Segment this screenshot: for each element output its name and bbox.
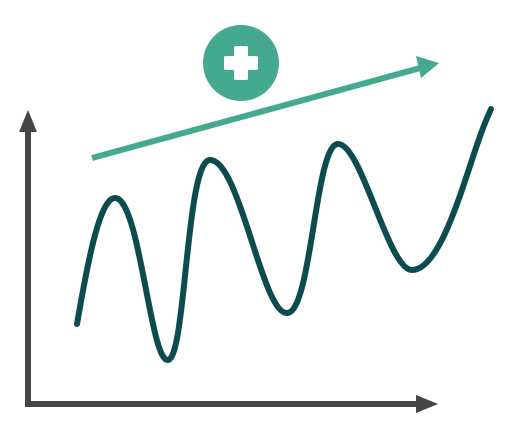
trend-arrow-shaft [91,64,425,161]
plus-icon [224,46,258,80]
axes [19,110,438,413]
y-axis-arrowhead [19,110,37,132]
plus-badge [203,25,279,101]
x-axis-arrowhead [416,395,438,413]
trend-arrowhead [416,56,439,78]
trend-arrow [91,56,439,161]
wave-line [74,106,494,363]
